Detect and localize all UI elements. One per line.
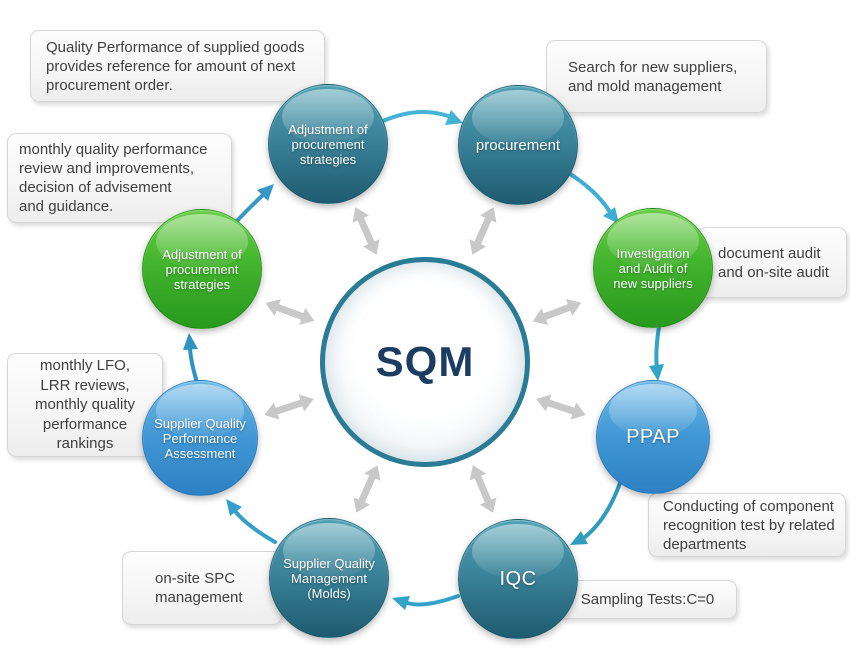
cycle-arrow-molds-to-assessment <box>233 509 277 544</box>
cycle-arrowhead-1 <box>445 110 463 125</box>
callout-onsite-spc: on-site SPC management <box>122 551 282 625</box>
cycle-arrowhead-4 <box>570 531 588 545</box>
cycle-arrow-iqc-to-molds <box>405 594 460 607</box>
node-supplier-quality-performance-assessment: Supplier Quality Performance Assessment <box>142 380 258 496</box>
cycle-arrowhead-2 <box>603 207 619 224</box>
node-adjustment-of-procurement-strategies-left: Adjustment of procurement strategies <box>142 209 262 329</box>
center-link-arrow-nw <box>265 299 315 325</box>
center-link-arrow-west <box>264 394 314 420</box>
callout-document-audit: document audit and on-site audit <box>697 227 847 298</box>
cycle-arrowhead-7 <box>183 333 198 350</box>
center-sqm-label: SQM <box>375 338 475 385</box>
center-sqm-circle: SQM <box>320 257 530 467</box>
node-adjustment-of-procurement-strategies-top: Adjustment of procurement strategies <box>268 84 388 204</box>
cycle-arrowhead-8 <box>257 184 274 201</box>
node-procurement: procurement <box>458 85 578 205</box>
cycle-arrowhead-3 <box>649 364 664 381</box>
callout-monthly-lfo: monthly LFO, LRR reviews, monthly qualit… <box>7 353 163 457</box>
cycle-arrowhead-6 <box>226 499 242 516</box>
cycle-arrow-adjustment-to-adjustment-top <box>232 194 264 226</box>
callout-quality-performance: Quality Performance of supplied goods pr… <box>30 30 325 102</box>
center-link-arrow-top <box>469 207 497 255</box>
center-link-arrow-se <box>469 465 497 513</box>
cycle-arrow-investigation-to-ppap <box>654 325 661 371</box>
node-supplier-quality-management-molds: Supplier Quality Management (Molds) <box>269 518 389 638</box>
callout-monthly-review: monthly quality performance review and i… <box>7 133 232 223</box>
center-link-arrow-topleft <box>352 207 380 255</box>
node-investigation-and-audit: Investigation and Audit of new suppliers <box>593 208 713 328</box>
cycle-arrow-procurement-to-investigation <box>565 170 612 214</box>
node-iqc: IQC <box>458 519 578 639</box>
cycle-arrow-assessment-to-adjustment <box>188 347 198 381</box>
callout-conducting-test: Conducting of component recognition test… <box>648 493 846 557</box>
cycle-arrow-ppap-to-iqc <box>583 481 622 539</box>
center-link-arrow-south <box>353 465 381 513</box>
callout-search-suppliers: Search for new suppliers, and mold manag… <box>546 40 767 113</box>
center-link-arrow-ne <box>532 298 582 326</box>
callout-sampling-tests: Sampling Tests:C=0 <box>558 580 737 619</box>
center-link-arrow-east <box>536 394 586 420</box>
node-ppap: PPAP <box>596 380 710 494</box>
cycle-arrowhead-5 <box>392 596 410 610</box>
cycle-arrow-adjustment-to-procurement <box>381 110 450 123</box>
